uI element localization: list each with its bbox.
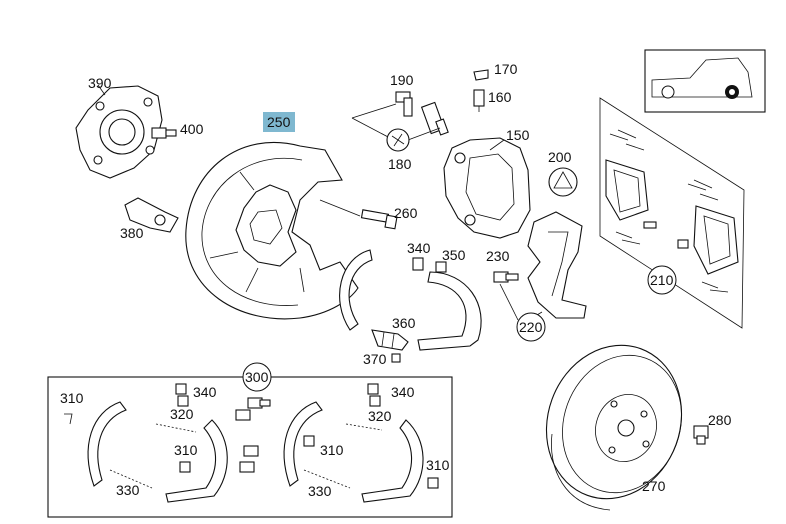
kit-label-320b: 320 [368, 408, 392, 424]
kit-label-310c: 310 [320, 442, 344, 458]
label-400: 400 [180, 121, 204, 137]
label-250: 250 [267, 114, 291, 130]
marker-200 [548, 167, 578, 197]
label-250-highlight [263, 112, 295, 132]
kit-spring-right [303, 435, 315, 447]
parking-brake-shoe-right [417, 271, 482, 351]
kit-label-330a: 330 [116, 482, 140, 498]
kit-spring-left [179, 461, 191, 473]
label-300-circle [242, 362, 272, 392]
kit-label-310d: 310 [426, 457, 450, 473]
label-260: 260 [394, 205, 418, 221]
kit-pin-340b [367, 383, 381, 407]
hub-carrier-390 [75, 84, 163, 179]
pad-inner [605, 159, 649, 221]
cap-170 [473, 69, 489, 81]
label-160: 160 [488, 89, 512, 105]
kit-label-320a: 320 [170, 406, 194, 422]
label-340: 340 [407, 240, 431, 256]
label-190: 190 [390, 72, 414, 88]
car-inset-frame [644, 49, 766, 113]
label-180: 180 [388, 156, 412, 172]
kit-label-340a: 340 [193, 384, 217, 400]
bleeder-160 [473, 89, 485, 112]
label-350: 350 [442, 247, 466, 263]
kit-pin-340a [175, 383, 189, 407]
label-210-circle [647, 265, 677, 295]
label-270: 270 [642, 478, 666, 494]
brake-disc-270 [545, 344, 683, 511]
spring-cap-350 [435, 261, 447, 273]
guide-bolt-190a [395, 91, 413, 117]
wrench-icon [386, 128, 410, 152]
bolt-400 [151, 127, 177, 139]
adjuster-360 [371, 329, 409, 351]
label-230: 230 [486, 248, 510, 264]
label-150: 150 [506, 127, 530, 143]
kit-bolt-b [239, 445, 259, 473]
label-390: 390 [88, 75, 112, 91]
pad-kit-210 [599, 97, 745, 329]
clip-370 [391, 353, 401, 363]
label-220: 220 [519, 319, 543, 335]
label-380: 380 [120, 225, 144, 241]
label-200: 200 [548, 149, 572, 165]
caliper-150 [443, 137, 531, 239]
kit-shoe-right-a [283, 401, 323, 487]
kit-shoe-right-b [361, 419, 424, 503]
kit-label-330b: 330 [308, 483, 332, 499]
caliper-carrier-220 [527, 211, 587, 319]
label-220-circle [516, 312, 546, 342]
pin-340 [412, 257, 424, 271]
bolt-260 [360, 209, 398, 230]
label-300: 300 [245, 369, 269, 385]
kit-label-310b: 310 [174, 442, 198, 458]
backing-plate-250 [185, 141, 359, 320]
label-370: 370 [363, 351, 387, 367]
parking-brake-shoe-left [339, 249, 373, 331]
bolt-280 [693, 425, 709, 445]
kit-bolt-a [235, 397, 271, 421]
car-inset [644, 49, 766, 113]
label-210: 210 [650, 272, 674, 288]
bracket-380 [124, 197, 179, 233]
car-silhouette-icon [651, 57, 753, 99]
kit-shoe-left-a [87, 401, 127, 487]
label-360: 360 [392, 315, 416, 331]
label-280: 280 [708, 412, 732, 428]
kit-label-340b: 340 [391, 384, 415, 400]
kit-clip-right [427, 477, 439, 489]
bolt-230 [493, 271, 519, 283]
label-170: 170 [494, 61, 518, 77]
kit-label-310a: 310 [60, 390, 84, 406]
pad-outer [693, 205, 739, 275]
kit-shoe-left-b [165, 419, 228, 503]
